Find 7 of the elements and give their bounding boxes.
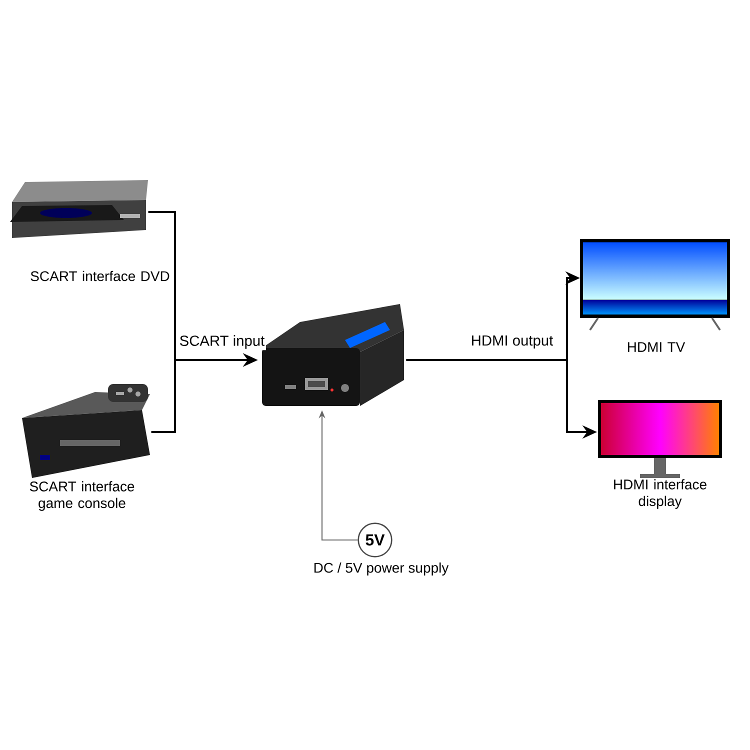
device-label: HDMI interface display: [614, 479, 706, 509]
power-supply-label: DC / 5V power supply: [314, 562, 449, 576]
device-label: SCART interface game console: [30, 481, 134, 511]
device-label: HDMI TV: [628, 342, 686, 352]
edge-label: SCART input: [178, 334, 266, 350]
edge-label: HDMI output: [470, 334, 554, 350]
device-label: SCART interface DVD: [30, 270, 170, 282]
